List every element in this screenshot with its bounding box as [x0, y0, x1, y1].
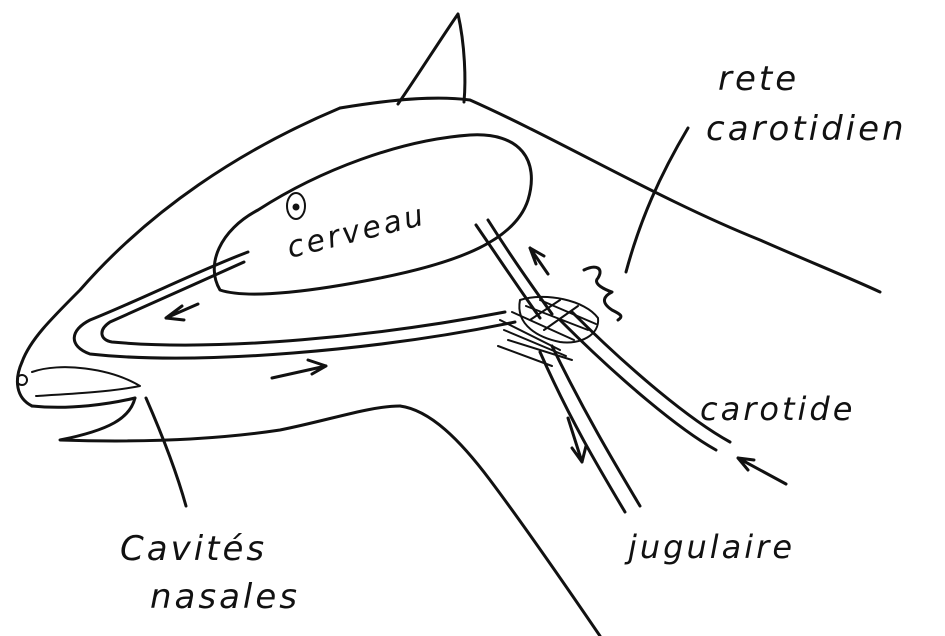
nasal-venous-loop: [74, 252, 515, 378]
rete-brace: [584, 267, 621, 320]
rete-carotidien: [498, 128, 688, 366]
arrow-toward-nose: [166, 304, 198, 320]
arrow-up-to-brain: [530, 248, 548, 274]
loop-inner: [102, 262, 505, 345]
ear: [398, 14, 465, 104]
rete-pointer-line: [626, 128, 688, 272]
brain-vessel-left: [476, 225, 540, 318]
brain: cerveau: [214, 135, 531, 294]
vessels: [476, 220, 786, 512]
label-carotide: carotide: [700, 390, 855, 428]
label-rete-line1: rete: [718, 59, 799, 99]
label-cavites-line2: nasales: [150, 577, 300, 617]
lower-lip: [32, 398, 135, 407]
eye-pupil: [293, 204, 300, 211]
nasal-opening: [32, 367, 140, 396]
jaw: [60, 398, 400, 441]
label-rete-line2: carotidien: [706, 109, 907, 149]
arrow-carotid-in: [738, 458, 786, 484]
throat-line: [400, 406, 600, 636]
label-cavites-line1: Cavités: [120, 529, 267, 569]
jugular-right: [552, 346, 640, 506]
jugular-left: [540, 352, 625, 512]
label-jugulaire: jugulaire: [624, 528, 795, 566]
rete-hatch: [498, 300, 596, 366]
arrow-toward-rete: [272, 360, 326, 378]
cavites-pointer-line: [146, 398, 186, 506]
loop-outer: [74, 252, 515, 358]
